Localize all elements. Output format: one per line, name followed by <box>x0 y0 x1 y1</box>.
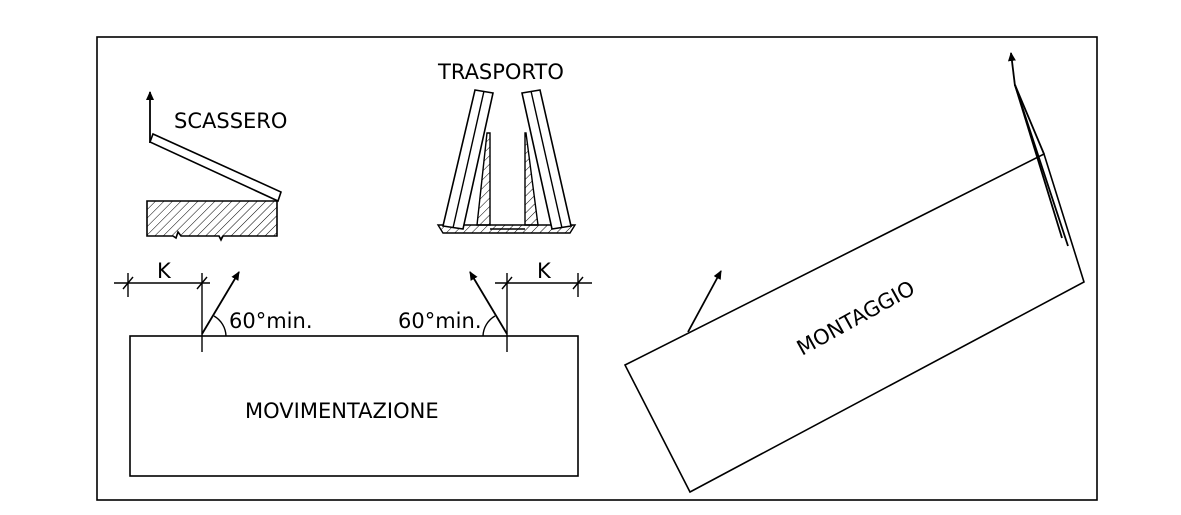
montaggio-panel <box>623 152 1085 494</box>
montaggio-cable-1 <box>1014 84 1045 155</box>
scassero-group: SCASSERO <box>146 91 287 242</box>
dim-right-k-label: K <box>537 259 552 283</box>
movimentazione-label: MOVIMENTAZIONE <box>245 399 439 423</box>
movimentazione-panel <box>129 335 579 477</box>
dim-left-tick-1 <box>122 276 134 290</box>
scassero-label: SCASSERO <box>174 109 287 133</box>
angle-right-label: 60°min. <box>398 309 482 333</box>
montaggio-label: MONTAGGIO <box>793 276 919 360</box>
montaggio-lift-arrow <box>687 270 722 333</box>
scassero-formwork-base <box>146 200 278 242</box>
trasporto-rack-left <box>476 132 491 226</box>
scassero-tilted-panel <box>148 132 282 203</box>
angle-arc-left <box>213 315 227 337</box>
outer-frame <box>96 36 1098 501</box>
angle-left-label: 60°min. <box>229 309 313 333</box>
movimentazione-group: MOVIMENTAZIONE K 60°min. K 60°min. <box>114 259 592 477</box>
montaggio-hook-arrow <box>1007 52 1016 87</box>
montaggio-cable-3 <box>1014 84 1063 239</box>
trasporto-rack-right <box>524 132 539 226</box>
trasporto-panel-right-inner <box>530 90 563 229</box>
montaggio-group: MONTAGGIO <box>623 52 1085 494</box>
lift-point-right-arrow <box>469 271 508 335</box>
trasporto-label: TRASPORTO <box>437 60 564 84</box>
lift-point-left-arrow <box>201 271 240 335</box>
dim-right-tick-2 <box>572 276 584 290</box>
dim-left-k-label: K <box>157 259 172 283</box>
angle-arc-right <box>482 315 496 337</box>
trasporto-panel-left-inner <box>452 90 485 229</box>
trasporto-group: TRASPORTO <box>436 60 577 234</box>
